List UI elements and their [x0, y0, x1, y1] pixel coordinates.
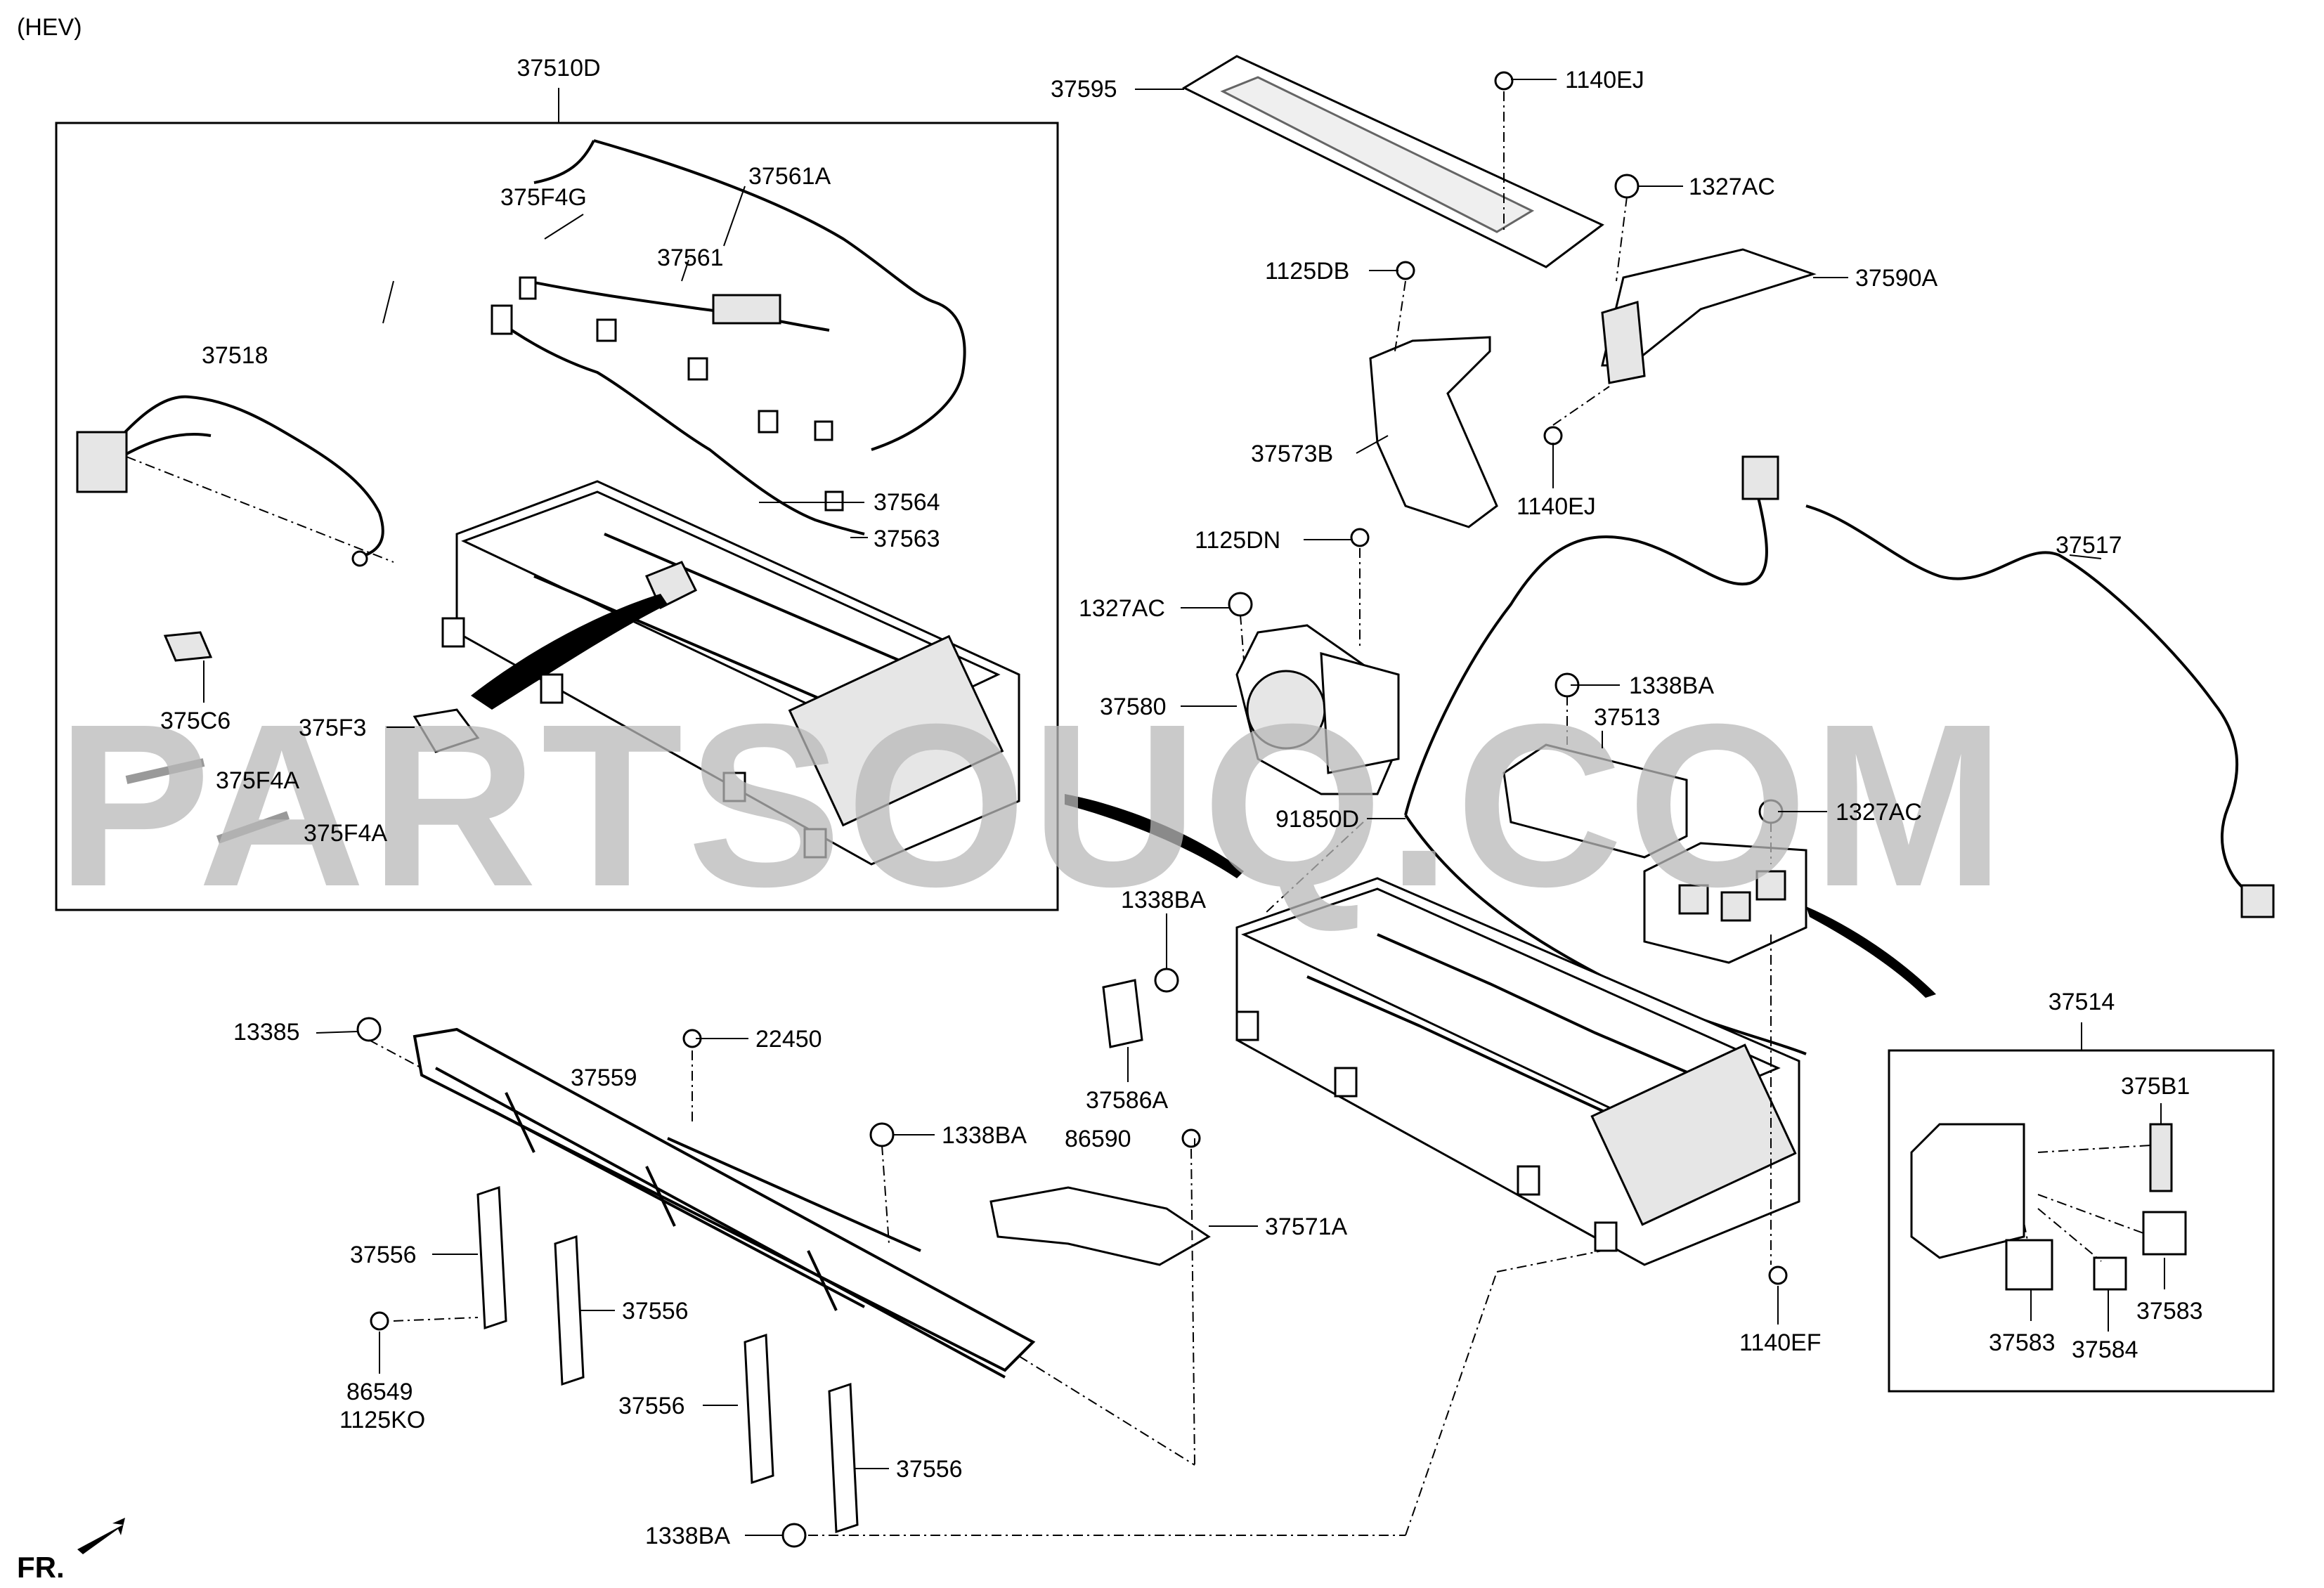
cable-37518 — [76, 395, 384, 567]
label-37561A: 37561A — [748, 163, 831, 190]
label-1140EJ-1: 1140EJ — [1565, 67, 1644, 93]
label-1125KO: 1125KO — [339, 1407, 425, 1433]
cover-37595 — [1181, 55, 1604, 268]
label-1338BA-3: 1338BA — [942, 1122, 1027, 1149]
harness-connector-block — [712, 294, 781, 325]
frame-37559 — [413, 1027, 1036, 1379]
front-direction-indicator: FR. — [17, 1518, 125, 1584]
relay-37584 — [2093, 1256, 2127, 1291]
label-22450: 22450 — [755, 1026, 822, 1053]
label-375B1: 375B1 — [2121, 1073, 2190, 1100]
label-37556-3: 37556 — [618, 1393, 685, 1419]
callout-arrow-relay — [1806, 906, 1936, 998]
fuse-375b1 — [2149, 1123, 2173, 1192]
bracket-37590a — [1601, 248, 1817, 384]
label-37580: 37580 — [1100, 694, 1167, 720]
control-unit-37513 — [1502, 743, 1688, 859]
duct-37571a — [989, 1186, 1211, 1266]
relay-box-contents — [1910, 1123, 2187, 1291]
main-wiring-harness — [491, 139, 966, 535]
label-86590: 86590 — [1065, 1126, 1131, 1152]
cable-37518-connector — [76, 431, 128, 493]
label-1338BA-1: 1338BA — [1629, 672, 1714, 699]
cable-37518-dashline — [126, 456, 394, 563]
label-37571A: 37571A — [1265, 1213, 1348, 1240]
label-37556-2: 37556 — [622, 1298, 689, 1325]
variant-label: (HEV) — [17, 14, 82, 41]
label-91850D: 91850D — [1275, 806, 1359, 833]
label-1327AC-1: 1327AC — [1689, 174, 1775, 200]
label-37583-2: 37583 — [1989, 1329, 2056, 1356]
part-labels: 37510D 375F4G 37561A 37561 37518 37564 3… — [160, 55, 2203, 1549]
battery-assembly-box — [55, 122, 1059, 911]
label-37564: 37564 — [874, 489, 940, 516]
strip-375f4a-1 — [125, 758, 205, 784]
harness-37517-connector-end — [2240, 884, 2275, 918]
part-375f3 — [413, 708, 480, 753]
label-37586A: 37586A — [1086, 1087, 1169, 1114]
label-375F3: 375F3 — [299, 715, 366, 741]
label-1125DN: 1125DN — [1195, 527, 1280, 554]
sensor-37586a — [1102, 979, 1143, 1048]
watermark: PARTSOUQ.COM — [56, 675, 2009, 935]
label-375F4G: 375F4G — [500, 184, 587, 211]
label-37517: 37517 — [2056, 532, 2122, 559]
label-1140EF: 1140EF — [1739, 1329, 1822, 1356]
fan-37580 — [1235, 624, 1400, 795]
label-1338BA-4: 1338BA — [645, 1523, 730, 1549]
strip-375f4a-2 — [216, 811, 290, 844]
relay-37583-right — [2142, 1211, 2187, 1256]
callout-arrow-left — [471, 594, 668, 710]
label-37510D: 37510D — [517, 55, 600, 82]
label-375C6: 375C6 — [160, 708, 231, 734]
assembly-dashlines — [368, 91, 2151, 1536]
label-13385: 13385 — [233, 1019, 300, 1046]
label-1125DB: 1125DB — [1265, 258, 1349, 285]
label-86549: 86549 — [346, 1379, 413, 1405]
label-37513: 37513 — [1594, 704, 1661, 731]
label-37556-1: 37556 — [350, 1242, 417, 1268]
label-37561: 37561 — [657, 245, 724, 271]
label-1338BA-2: 1338BA — [1121, 887, 1206, 913]
battery-pack-left — [441, 480, 1020, 866]
leader-lines — [203, 79, 2165, 1536]
label-1327AC-3: 1327AC — [1836, 799, 1922, 826]
front-label: FR. — [17, 1551, 65, 1584]
relay-37583-left — [2005, 1239, 2053, 1291]
bracket-37556-set — [476, 1185, 859, 1534]
label-1327AC-2: 1327AC — [1079, 595, 1165, 622]
relay-block-main — [1643, 842, 1807, 964]
label-37573B: 37573B — [1251, 441, 1333, 467]
battery-pack-left-end-module — [788, 634, 1004, 827]
front-arrow-icon — [77, 1518, 125, 1554]
label-375F4A-1: 375F4A — [216, 767, 299, 794]
label-37590A: 37590A — [1855, 265, 1938, 292]
label-37514: 37514 — [2049, 989, 2115, 1015]
label-37556-4: 37556 — [896, 1456, 963, 1483]
label-1140EJ-2: 1140EJ — [1517, 493, 1596, 520]
battery-pack-right-end-module — [1590, 1043, 1797, 1226]
harness-37517-connector-top — [1741, 455, 1779, 500]
label-37518: 37518 — [202, 342, 268, 369]
duct-37573b — [1369, 336, 1498, 528]
375f4g-strip — [544, 214, 584, 240]
label-37559: 37559 — [571, 1065, 637, 1091]
battery-pack-right — [1235, 877, 1800, 1266]
label-37595: 37595 — [1051, 76, 1117, 103]
label-37583-1: 37583 — [2136, 1298, 2203, 1325]
part-375c6 — [163, 631, 213, 662]
label-37563: 37563 — [874, 526, 940, 552]
callout-arrow-right — [1065, 794, 1244, 878]
label-37584: 37584 — [2072, 1336, 2138, 1363]
label-375F4A-2: 375F4A — [304, 820, 387, 847]
